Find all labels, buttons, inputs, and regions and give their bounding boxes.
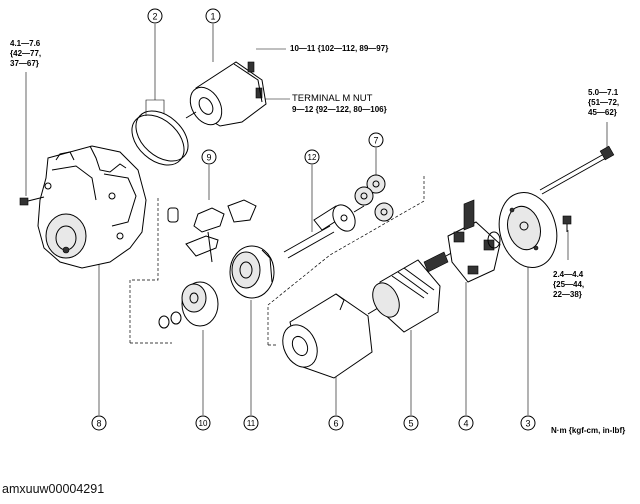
brush-holder — [447, 199, 501, 283]
yoke — [282, 293, 373, 379]
callout-6: 6 — [333, 419, 338, 429]
torque-spec-terminal-m-nut: 9—12 {92—122, 80—106} — [292, 105, 387, 114]
callout-2: 2 — [152, 12, 157, 22]
units-legend: N·m {kgf-cm, in-lbf} — [551, 426, 626, 435]
solenoid — [185, 61, 267, 127]
assembly-dashed-guides — [129, 176, 425, 346]
torque-spec-rear-screw: 2.4—4.4 {25—44, 22—38} — [553, 270, 585, 299]
leader-lines — [25, 24, 608, 415]
callout-10: 10 — [199, 419, 208, 428]
figure-id-caption: amxuuw00004291 — [2, 482, 105, 496]
torque-spec-solenoid: 10—11 {102—112, 89—97} — [290, 44, 389, 53]
callout-7: 7 — [373, 136, 378, 146]
callout-3: 3 — [525, 419, 530, 429]
callout-4: 4 — [463, 419, 468, 429]
planetary-gears — [354, 174, 394, 222]
callout-1: 1 — [210, 12, 215, 22]
rear-cover — [498, 145, 615, 268]
terminal-m-nut-label: TERMINAL M NUT — [292, 93, 373, 104]
drive-shaft — [283, 204, 365, 259]
lever-parts — [167, 199, 257, 263]
callout-5: 5 — [408, 419, 413, 429]
front-housing — [19, 145, 147, 269]
callout-circles — [91, 8, 536, 431]
torque-spec-front-bolt: 4.1—7.6 {42—77, 37—67} — [10, 39, 42, 68]
callout-8: 8 — [96, 419, 101, 429]
torque-spec-through-bolt: 5.0—7.1 {51—72, 45—62} — [588, 88, 620, 117]
callout-9: 9 — [206, 153, 211, 163]
internal-gear-housing — [229, 245, 275, 299]
callout-11: 11 — [247, 419, 256, 428]
snap-rings — [131, 99, 189, 166]
callout-numbers: 1 2 3 4 5 6 7 8 9 10 11 12 — [96, 12, 530, 429]
armature — [367, 245, 465, 333]
pinion-clutch — [158, 281, 219, 329]
callout-12: 12 — [308, 153, 317, 162]
